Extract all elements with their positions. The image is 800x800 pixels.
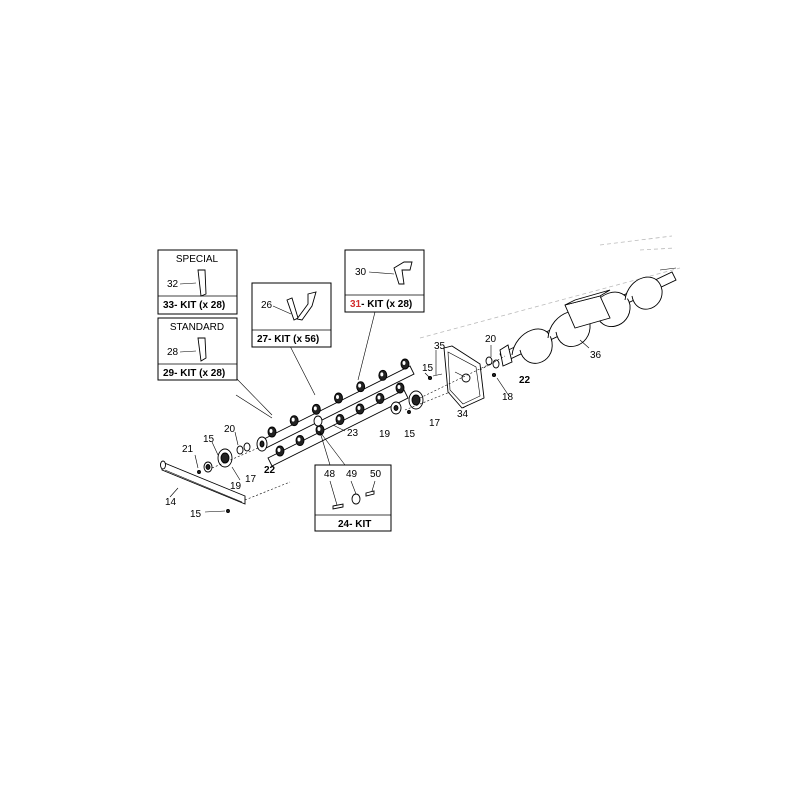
callout-21: 21 xyxy=(182,444,194,455)
special-part-label: 32 xyxy=(167,279,179,290)
y-blade-icon xyxy=(296,291,317,321)
callout-15: 15 xyxy=(422,363,434,374)
callout-17: 17 xyxy=(245,474,257,485)
kit-24-part-49: 49 xyxy=(346,469,358,480)
flail-blade-icon xyxy=(197,269,207,297)
callout-35: 35 xyxy=(434,341,446,352)
callout-18: 18 xyxy=(502,392,514,403)
rotor-tooth-hole xyxy=(313,406,317,411)
rotor-tooth-hole xyxy=(277,448,281,452)
callout-36: 36 xyxy=(590,350,602,361)
rotor-tooth-hole xyxy=(357,406,361,410)
background-frame xyxy=(419,235,681,339)
side-bar xyxy=(160,460,246,513)
rotor-tooth-hole xyxy=(377,395,381,400)
callout-19: 19 xyxy=(379,429,391,440)
rotor-tooth-hole xyxy=(358,383,362,388)
callout-22: 22 xyxy=(519,375,531,386)
nut-icon xyxy=(365,490,375,497)
bearing-group-left xyxy=(197,442,251,474)
flail-blade-icon xyxy=(197,337,207,362)
callout-20: 20 xyxy=(224,424,236,435)
rotor-shaft xyxy=(256,358,415,467)
kit-31-label: 31- KIT (x 28) xyxy=(350,299,412,310)
callout-15: 15 xyxy=(404,429,416,440)
callout-leaders xyxy=(169,339,590,513)
callout-14: 14 xyxy=(165,497,177,508)
callout-34: 34 xyxy=(457,409,469,420)
kit-24-part-48: 48 xyxy=(324,469,336,480)
rotor-tooth-hole xyxy=(269,429,273,433)
kit-24-part-50: 50 xyxy=(370,469,382,480)
kit-31-part-label: 30 xyxy=(355,267,367,278)
kit-27-label: 27- KIT (x 56) xyxy=(257,334,319,345)
callout-17: 17 xyxy=(429,418,441,429)
alignment-lines xyxy=(211,355,506,501)
rotor-tooth-hole xyxy=(317,427,321,431)
callout-15: 15 xyxy=(203,434,215,445)
auger-screw xyxy=(499,267,677,367)
bushing-icon xyxy=(351,493,361,505)
rotor-tooth-hole xyxy=(380,372,384,377)
callout-15: 15 xyxy=(190,509,202,520)
kit-31-box: 30 31- KIT (x 28) xyxy=(344,249,425,313)
callout-20: 20 xyxy=(485,334,497,345)
kit-27-box: 26 27- KIT (x 56) xyxy=(251,282,332,348)
callout-22: 22 xyxy=(264,465,276,476)
standard-box-title: STANDARD xyxy=(170,322,224,333)
special-kit-label: 33- KIT (x 28) xyxy=(163,300,225,311)
callout-numbers: 14 15 21 15 20 19 17 22 23 19 15 17 35 1… xyxy=(165,334,602,520)
bearing-group-right xyxy=(390,390,424,415)
rotor-tooth-hole xyxy=(291,417,295,422)
kit-27-part-label: 26 xyxy=(261,300,273,311)
hammer-blade-icon xyxy=(393,261,413,285)
callout-23: 23 xyxy=(347,428,359,439)
rotor-tooth-hole xyxy=(297,437,301,442)
special-box-title: SPECIAL xyxy=(176,254,219,265)
standard-part-label: 28 xyxy=(167,347,179,358)
rotor-tooth-hole xyxy=(336,395,339,399)
end-plate xyxy=(443,345,485,409)
rotor-tooth-hole xyxy=(402,361,406,365)
rotor-tooth-hole xyxy=(397,385,401,389)
special-kit-box: SPECIAL 32 33- KIT (x 28) xyxy=(157,249,238,315)
standard-kit-box: STANDARD 28 29- KIT (x 28) xyxy=(157,317,238,381)
bolt-icon xyxy=(332,503,344,510)
callout-19: 19 xyxy=(230,481,242,492)
box-leader-lines xyxy=(235,311,376,466)
kit-24-label: 24- KIT xyxy=(338,519,371,530)
standard-kit-label: 29- KIT (x 28) xyxy=(163,368,225,379)
kit-24-box: 48 49 50 24- KIT xyxy=(314,464,392,532)
rotor-tooth-hole xyxy=(337,416,341,421)
